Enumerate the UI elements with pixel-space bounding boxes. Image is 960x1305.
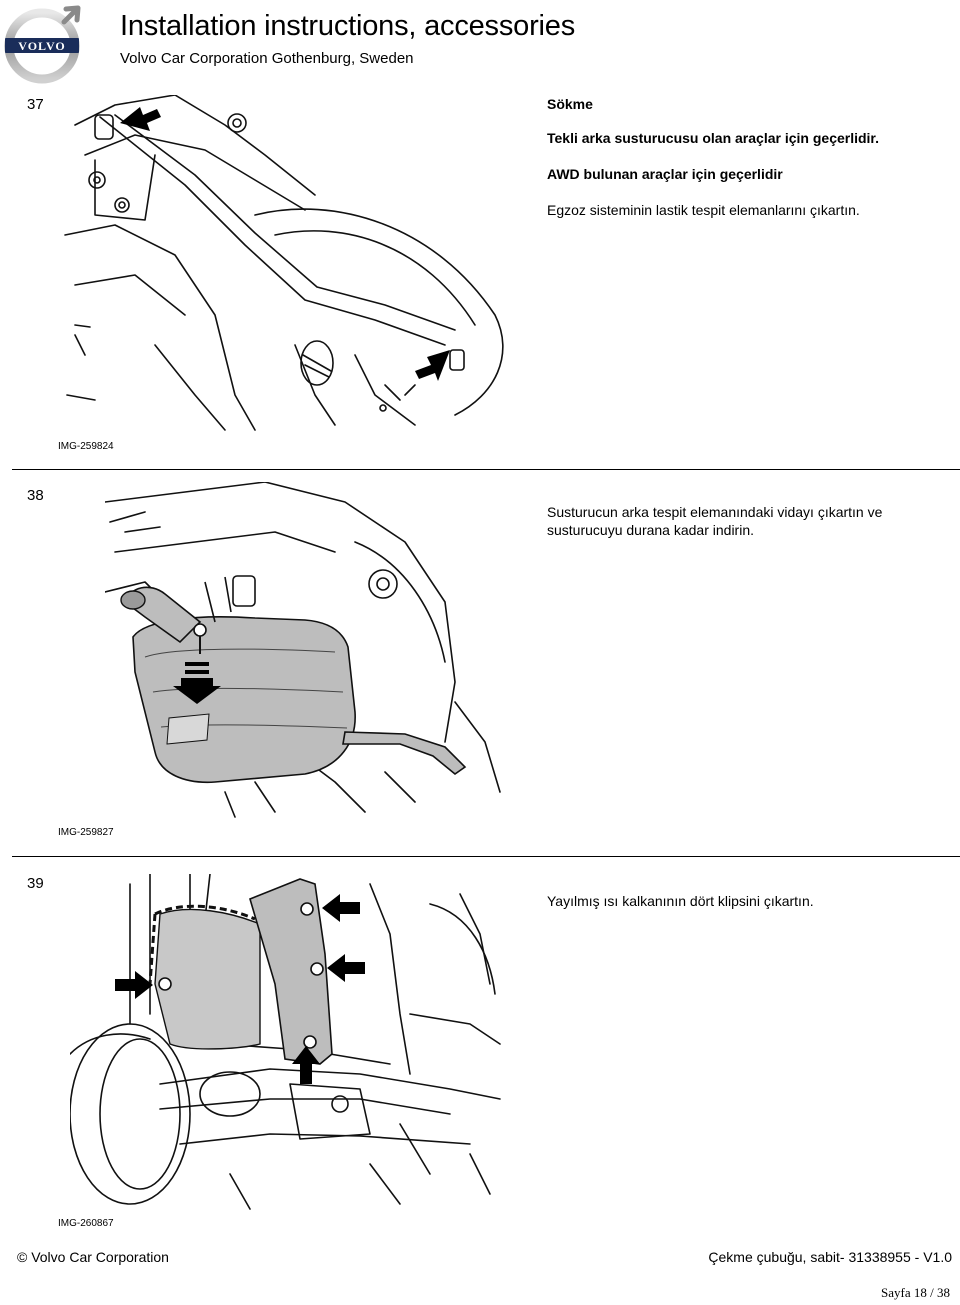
step-number: 39 (27, 875, 44, 892)
document-title: Installation instructions, accessories (120, 10, 575, 42)
divider (12, 856, 960, 857)
step-bold-line: Tekli arka susturucusu olan araçlar için… (547, 130, 879, 146)
step-bold-line: AWD bulunan araçlar için geçerlidir (547, 166, 783, 182)
step-instruction: Yayılmış ısı kalkanının dört klipsini çı… (547, 893, 814, 909)
step-instruction: Egzoz sisteminin lastik tespit elemanlar… (547, 202, 860, 218)
step-text: Susturucun arka tespit elemanındaki vida… (547, 503, 947, 539)
exhaust-hanger-removal-illustration-icon (64, 95, 504, 431)
step-number: 37 (27, 96, 44, 113)
logo-text: VOLVO (18, 39, 65, 53)
volvo-logo-icon: VOLVO (4, 5, 81, 84)
footer-document-id: Çekme çubuğu, sabit- 31338955 - V1.0 (708, 1249, 952, 1265)
heat-shield-clips-illustration-icon (70, 874, 501, 1210)
page-number: Sayfa 18 / 38 (881, 1285, 950, 1300)
muffler-lowering-illustration-icon (105, 482, 501, 818)
step-number: 38 (27, 487, 44, 504)
image-id: IMG-259827 (58, 827, 114, 838)
step-heading: Sökme (547, 96, 593, 112)
page-header: VOLVO Installation instructions, accesso… (0, 0, 960, 85)
image-id: IMG-260867 (58, 1218, 114, 1229)
image-id: IMG-259824 (58, 441, 114, 452)
divider (12, 469, 960, 470)
step-text: Sökme Tekli arka susturucusu olan araçla… (547, 95, 947, 219)
step-instruction: Susturucun arka tespit elemanındaki vida… (547, 504, 883, 538)
step-text: Yayılmış ısı kalkanının dört klipsini çı… (547, 892, 947, 910)
footer-copyright: © Volvo Car Corporation (17, 1249, 169, 1265)
document-subtitle: Volvo Car Corporation Gothenburg, Sweden (120, 50, 414, 67)
